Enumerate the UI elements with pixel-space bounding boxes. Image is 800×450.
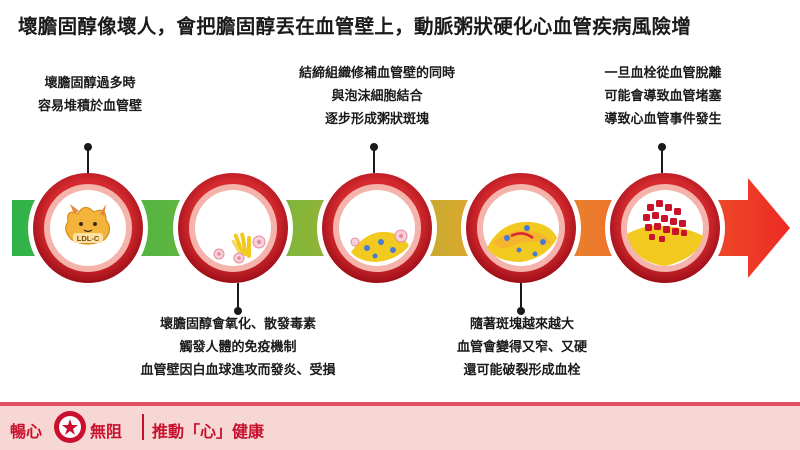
stage-2-line-1: 壞膽固醇會氧化、散發毒素 [159, 317, 316, 332]
stage-3-line-3: 逐步形成粥狀斑塊 [324, 112, 429, 127]
brand-logo-icon [54, 411, 86, 443]
oxidized-ldl-icon [213, 232, 266, 264]
foam-cell-plaque-icon [350, 229, 409, 262]
stage-3-line-2: 與泡沫細胞結合 [331, 89, 423, 104]
page-title: 壞膽固醇像壞人，會把膽固醇丟在血管壁上，動脈粥狀硬化心血管疾病風險增 [18, 15, 692, 38]
vessel-stage-3 [317, 168, 437, 288]
ldl-character-icon: LDL-C [65, 204, 111, 245]
vessel-stage-5 [605, 168, 725, 288]
vessel-stage-2 [173, 168, 293, 288]
brand-text-right: 無阻 [90, 422, 123, 441]
stage-5-line-3: 導致心血管事件發生 [604, 112, 722, 127]
brand-text-left: 暢心 [10, 422, 43, 441]
footer-slogan: 推動「心」健康 [152, 422, 265, 441]
stage-2-line-2: 觸發人體的免疫機制 [179, 340, 297, 355]
stage-1-pointer [84, 143, 92, 173]
stage-2-caption: 壞膽固醇會氧化、散發毒素 觸發人體的免疫機制 血管壁因白血球進攻而發炎、受損 [128, 313, 348, 382]
thrombus-blockage-icon [627, 200, 703, 266]
stage-5-line-1: 一旦血栓從血管脫離 [604, 66, 722, 81]
stage-4-pointer [517, 283, 525, 315]
stage-3-line-1: 結締組織修補血管壁的同時 [298, 66, 455, 81]
stage-4-caption: 隨著斑塊越來越大 血管會變得又窄、又硬 還可能破裂形成血栓 [432, 313, 612, 382]
vessel-stage-1: LDL-C [28, 168, 148, 288]
stage-3-caption: 結締組織修補血管壁的同時 與泡沫細胞結合 逐步形成粥狀斑塊 [272, 62, 482, 131]
stage-2-line-3: 血管壁因白血球進攻而發炎、受損 [140, 363, 336, 378]
vessel-stage-4 [461, 168, 581, 288]
stage-1-line-2: 容易堆積於血管壁 [37, 99, 142, 114]
stage-1-line-1: 壞膽固醇過多時 [44, 76, 136, 91]
ldl-label: LDL-C [77, 234, 100, 243]
stage-4-line-3: 還可能破裂形成血栓 [463, 363, 581, 378]
enlarged-plaque-icon [487, 221, 557, 262]
footer-divider [142, 414, 144, 440]
footer-accent-line [0, 402, 800, 406]
stage-5-caption: 一旦血栓從血管脫離 可能會導致血管堵塞 導致心血管事件發生 [578, 62, 748, 131]
stage-3-pointer [370, 143, 378, 173]
footer-band [0, 402, 800, 450]
stage-4-line-1: 隨著斑塊越來越大 [469, 317, 574, 332]
stage-5-line-2: 可能會導致血管堵塞 [604, 89, 722, 104]
stage-5-pointer [658, 143, 666, 173]
stage-2-pointer [234, 283, 242, 315]
stage-1-caption: 壞膽固醇過多時 容易堆積於血管壁 [20, 72, 160, 118]
stage-4-line-2: 血管會變得又窄、又硬 [456, 340, 587, 355]
